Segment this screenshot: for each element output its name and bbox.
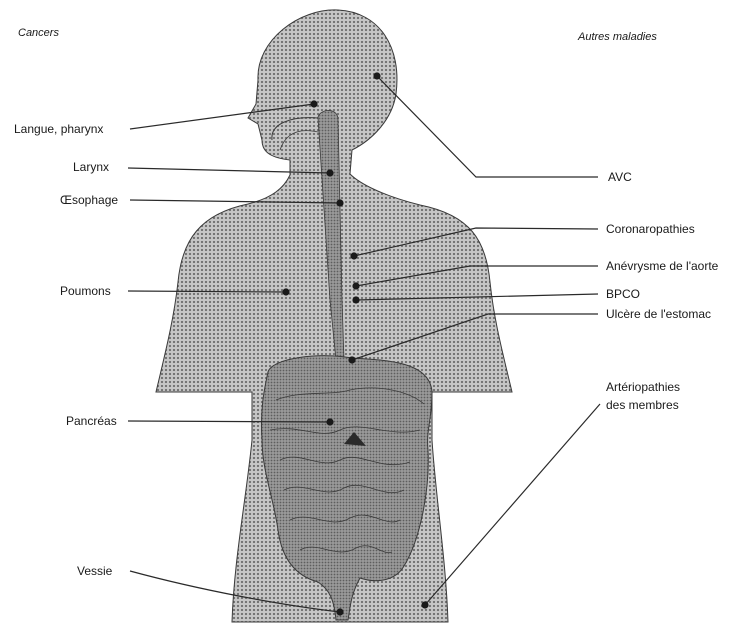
label-vessie: Vessie: [77, 564, 113, 578]
dot-avc: [373, 72, 380, 79]
label-arteriopathies-line1: Artériopathies: [606, 380, 680, 394]
label-avc: AVC: [608, 170, 632, 184]
dot-ulcere-estomac: [348, 356, 355, 363]
dot-coronaropathies: [350, 252, 357, 259]
dot-anevrysme-aorte: [352, 282, 359, 289]
dot-arteriopathies: [421, 601, 428, 608]
label-bpco: BPCO: [606, 287, 640, 301]
header-autres-maladies: Autres maladies: [577, 31, 657, 43]
label-arteriopathies-line2: des membres: [606, 398, 679, 412]
leader-arteriopathies: [425, 404, 600, 605]
label-poumons: Poumons: [60, 284, 111, 298]
label-anevrysme-aorte: Anévrysme de l'aorte: [606, 259, 719, 273]
dot-poumons: [282, 288, 289, 295]
label-oesophage: Œsophage: [60, 193, 118, 207]
leader-avc: [377, 76, 598, 177]
dot-langue-pharynx: [310, 100, 317, 107]
label-langue-pharynx: Langue, pharynx: [14, 122, 103, 136]
dot-vessie: [336, 608, 343, 615]
dot-bpco: [352, 296, 359, 303]
label-ulcere-estomac: Ulcère de l'estomac: [606, 307, 711, 321]
dot-larynx: [326, 169, 333, 176]
label-coronaropathies: Coronaropathies: [606, 222, 695, 236]
dot-pancreas: [326, 418, 333, 425]
header-cancers: Cancers: [18, 27, 59, 39]
label-pancreas: Pancréas: [66, 414, 117, 428]
label-larynx: Larynx: [73, 160, 109, 174]
dot-oesophage: [336, 199, 343, 206]
body-silhouette: [156, 10, 512, 622]
